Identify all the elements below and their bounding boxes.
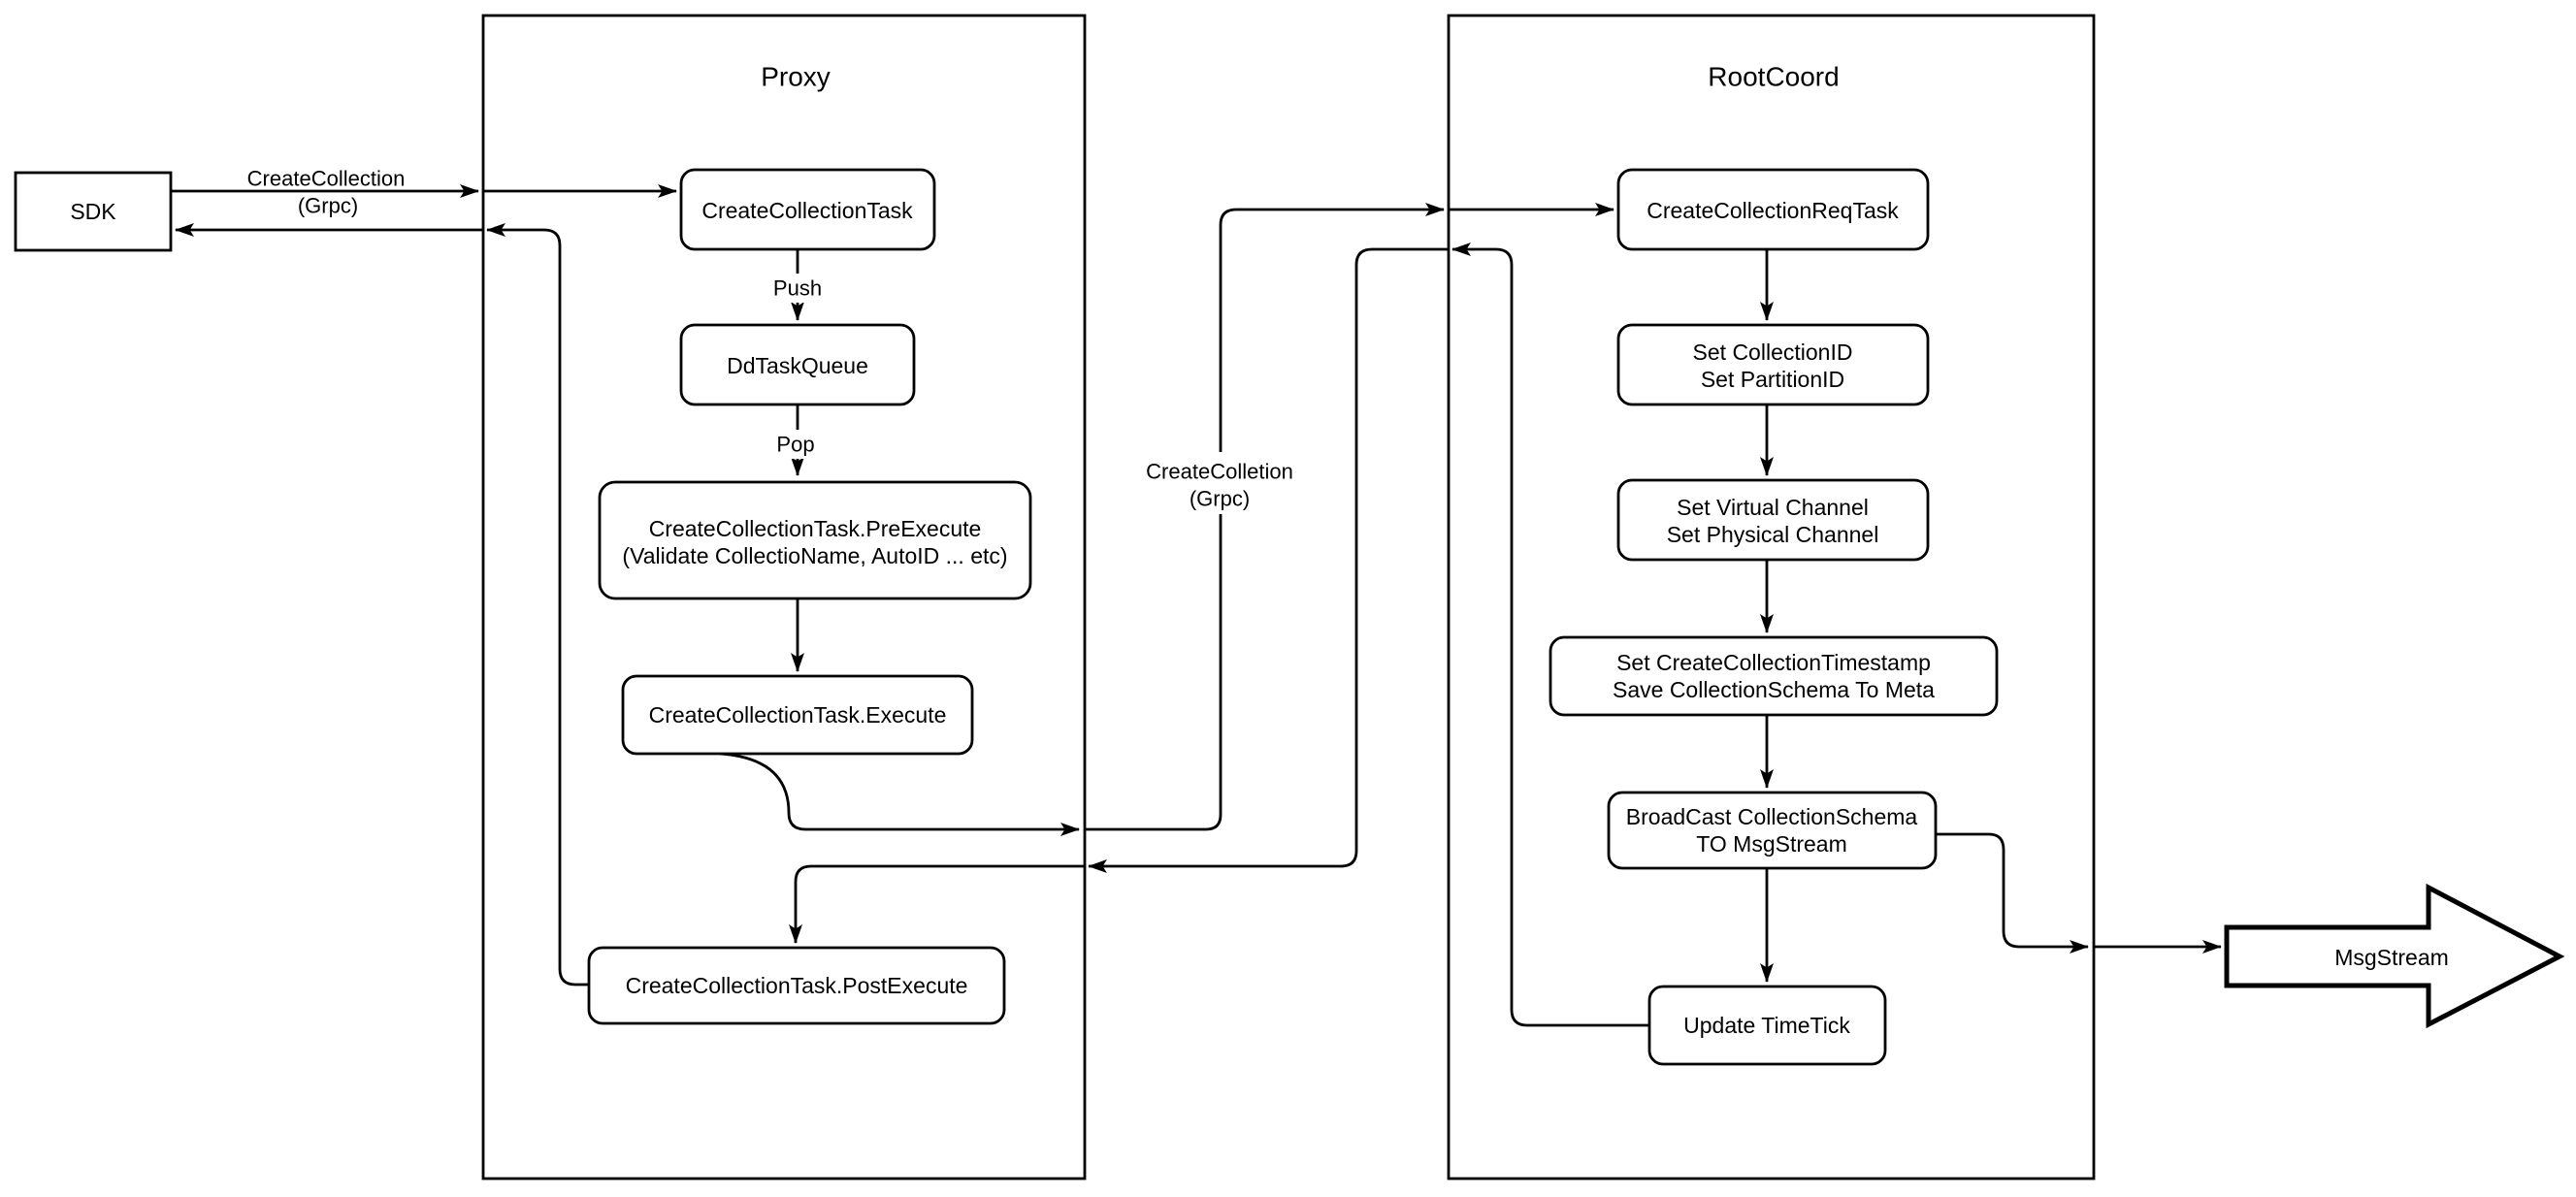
sdk-box [14,171,173,252]
execute-box [621,674,974,756]
grpc-mid-label-bg [1128,452,1311,514]
node-create-collection-req-task: CreateCollectionReqTask [1616,168,1930,251]
node-set-channels: Set Virtual Channel Set Physical Channel [1616,478,1930,562]
dd-task-queue-label: DdTaskQueue [727,353,868,378]
msgstream-arrow-shape [2224,883,2565,1029]
broadcast-schema-label-line2: TO MsgStream [1696,831,1847,857]
node-sdk: SDK [14,171,173,252]
update-timetick-label: Update TimeTick [1683,1013,1850,1038]
create-collection-req-task-box [1616,168,1930,251]
push-label: Push [773,276,822,301]
set-ids-box [1616,323,1930,406]
grpc-mid-label-line1: CreateColletion [1146,460,1293,484]
edge-timetick-to-rootcoord-border [1451,243,1649,1027]
edge-proxy-to-rootcoord-border [1084,203,1445,831]
node-broadcast-schema: BroadCast CollectionSchema TO MsgStream [1607,791,1938,870]
node-create-collection-task: CreateCollectionTask [679,168,936,251]
node-execute: CreateCollectionTask.Execute [621,674,974,756]
create-collection-task-box [679,168,936,251]
create-collection-req-task-label: CreateCollectionReqTask [1647,198,1899,223]
node-dd-task-queue: DdTaskQueue [679,323,916,406]
execute-label: CreateCollectionTask.Execute [649,702,947,728]
pre-execute-label-line1: CreateCollectionTask.PreExecute [649,516,982,541]
broadcast-schema-box [1607,791,1938,870]
set-ids-label-line2: Set PartitionID [1701,367,1844,392]
node-set-ids: Set CollectionID Set PartitionID [1616,323,1930,406]
edge-rootcoord-to-proxy-border-return [1088,247,1449,873]
pop-label: Pop [776,433,814,457]
grpc-left-label-line2: (Grpc) [298,194,358,218]
node-msgstream: MsgStream [2224,883,2565,1029]
post-execute-box [587,946,1006,1025]
proxy-title: Proxy [761,62,831,92]
node-pre-execute: CreateCollectionTask.PreExecute (Validat… [598,480,1032,600]
create-collection-task-label: CreateCollectionTask [701,198,913,223]
set-channels-label-line1: Set Virtual Channel [1677,495,1869,520]
edge-broadcast-to-rootcoord-border [1936,832,2089,954]
push-label-bg [763,274,834,303]
pre-execute-label-line2: (Validate CollectioName, AutoID ... etc) [622,543,1007,568]
rootcoord-title: RootCoord [1708,62,1839,92]
dd-task-queue-box [679,323,916,406]
edge-proxy-border-to-postexecute [789,864,1084,944]
sdk-label: SDK [70,199,116,224]
set-timestamp-meta-label-line2: Save CollectionSchema To Meta [1613,677,1935,702]
update-timetick-box [1647,985,1887,1066]
set-ids-label-line1: Set CollectionID [1693,340,1853,365]
node-set-timestamp-meta: Set CreateCollectionTimestamp Save Colle… [1549,635,1999,717]
set-channels-label-line2: Set Physical Channel [1667,522,1879,547]
broadcast-schema-label-line1: BroadCast CollectionSchema [1626,804,1918,829]
pop-label-bg [766,430,828,459]
set-channels-box [1616,478,1930,562]
grpc-left-label-line1: CreateCollection [247,167,406,191]
edge-execute-to-proxy-border [719,752,1080,836]
set-timestamp-meta-label-line1: Set CreateCollectionTimestamp [1616,650,1931,675]
set-timestamp-meta-box [1549,635,1999,717]
node-post-execute: CreateCollectionTask.PostExecute [587,946,1006,1025]
pre-execute-box [598,480,1032,600]
post-execute-label: CreateCollectionTask.PostExecute [626,973,968,998]
grpc-mid-label-line2: (Grpc) [1190,487,1250,511]
msgstream-label: MsgStream [2334,945,2449,970]
edge-postexecute-to-proxy-border [486,223,589,987]
node-update-timetick: Update TimeTick [1647,985,1887,1066]
